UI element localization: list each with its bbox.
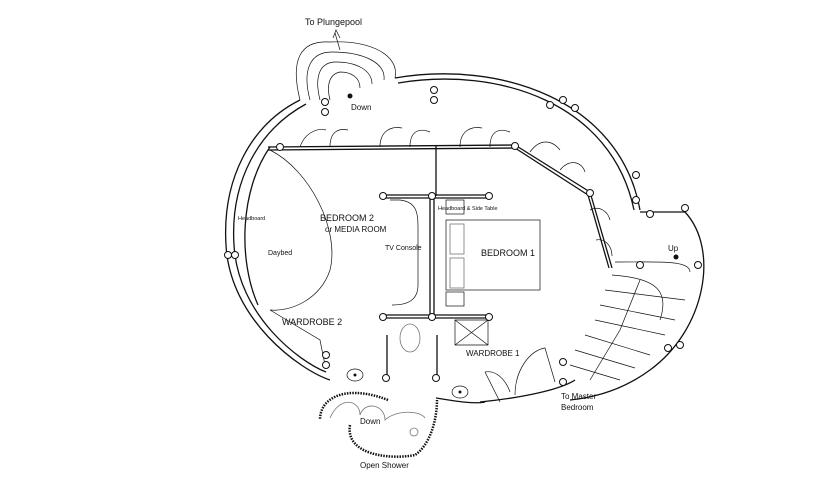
wardrobe1-doors [484,347,556,403]
label-wardrobe2: WARDROBE 2 [282,317,342,327]
label-headboard-side-table: Headboard & Side Table [438,206,498,212]
columns [224,86,702,386]
glass-partition [267,127,613,269]
label-tv-console: TV Console [385,245,422,252]
label-up: Up [668,244,679,253]
label-media-room: or MEDIA ROOM [325,225,387,234]
label-bedroom2: BEDROOM 2 [320,213,374,223]
interior-walls [269,145,541,380]
label-daybed: Daybed [268,250,292,257]
label-master-bedroom: Bedroom [561,403,594,412]
label-headboard: Headboard [238,216,265,222]
label-to-master: To Master [561,392,596,401]
label-down-top: Down [351,103,371,112]
label-wardrobe1: WARDROBE 1 [466,349,520,358]
open-shower [318,368,469,458]
outer-wall [224,73,705,404]
label-bedroom1: BEDROOM 1 [481,248,535,258]
label-open-shower: Open Shower [360,461,409,470]
label-down-bottom: Down [360,417,380,426]
daybed [269,149,333,311]
label-to-plungepool: To Plungepool [305,17,362,27]
spiral-stairs [569,254,691,381]
plungepool-stairs [296,29,396,101]
